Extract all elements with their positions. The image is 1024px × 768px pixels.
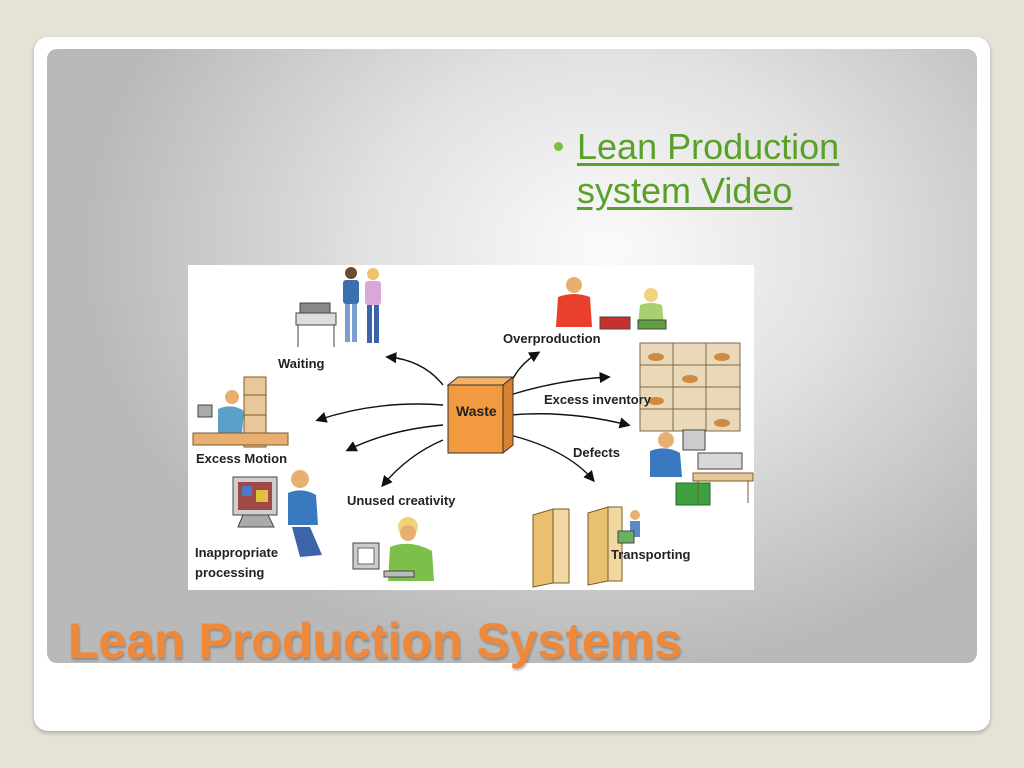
label-overproduction: Overproduction: [503, 331, 601, 346]
label-waiting: Waiting: [278, 356, 325, 371]
waste-box-icon: [446, 375, 515, 455]
waste-diagram: Waiting Overproduction Excess inventory …: [188, 265, 754, 590]
label-processing: processing: [195, 565, 265, 580]
excess-motion-person-icon: [192, 376, 289, 448]
defects-worker-icon: [650, 429, 754, 506]
inappropriate-processing-person-icon: [232, 470, 322, 557]
waiting-people-icon: [295, 267, 381, 347]
label-waste: Waste: [456, 403, 497, 419]
diagram-graphics: [192, 267, 754, 588]
slide-title: Lean Production Systems: [68, 613, 683, 669]
label-transporting: Transporting: [611, 547, 691, 562]
transporting-doors-icon: [532, 506, 640, 588]
bullet-item: Lean Production system Video: [554, 125, 914, 213]
label-inappropriate: Inappropriate: [195, 545, 279, 560]
bullet-dot-icon: [554, 142, 563, 151]
overproduction-people-icon: [556, 277, 667, 330]
label-defects: Defects: [573, 445, 620, 460]
unused-creativity-person-icon: [352, 517, 434, 581]
video-link[interactable]: Lean Production system Video: [577, 126, 840, 211]
inventory-shelves-icon: [639, 342, 741, 432]
label-excess-motion: Excess Motion: [196, 451, 288, 466]
label-unused-creativity: Unused creativity: [347, 493, 456, 508]
label-excess-inventory: Excess inventory: [544, 392, 651, 407]
